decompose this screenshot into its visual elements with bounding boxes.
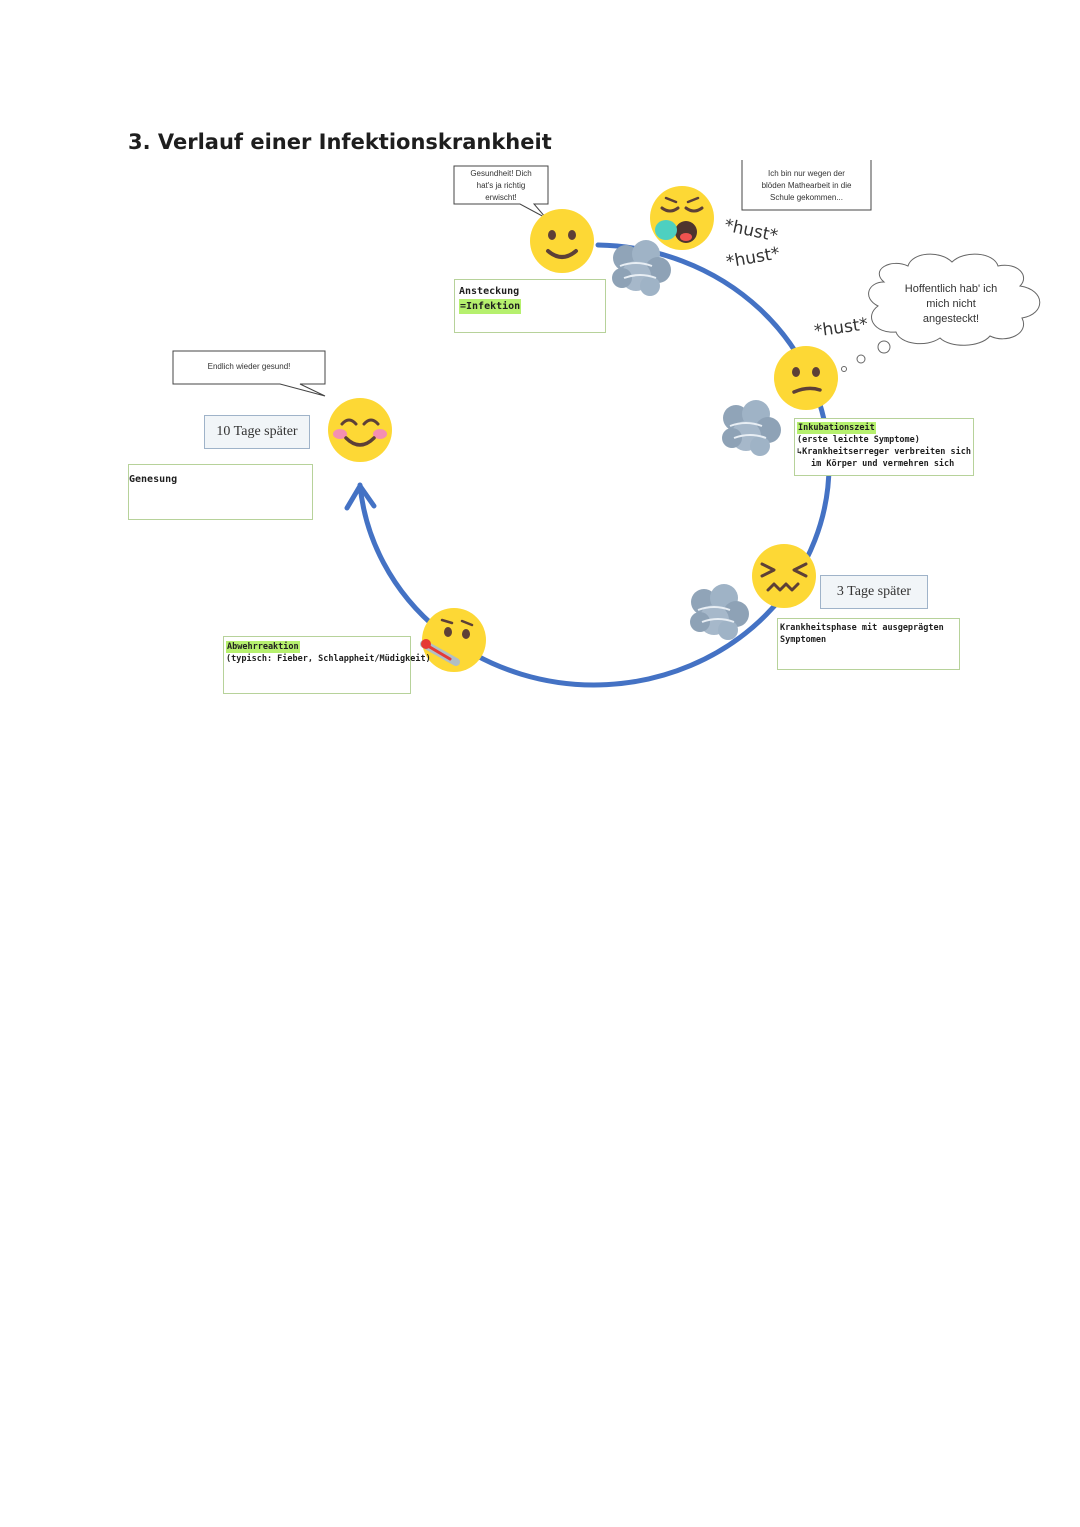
speech-line: hat's ja richtig	[476, 181, 526, 190]
note-ansteckung: Ansteckung =Infektion	[454, 279, 606, 333]
speech-bubble-gesundheit-text: Gesundheit! Dich hat's ja richtig erwisc…	[456, 168, 546, 204]
speech-line: Endlich wieder gesund!	[207, 362, 291, 371]
cycle-arrowhead-icon	[344, 483, 377, 511]
note-line: Symptomen	[780, 635, 827, 645]
cough-cloud-icon	[612, 240, 671, 296]
note-line: Inkubationszeit	[797, 422, 971, 434]
note-line: =Infektion	[459, 299, 601, 314]
note-line: ↳Krankheitserreger verbreiten sich	[797, 447, 971, 457]
speech-line: Ich bin nur wegen der	[768, 169, 845, 178]
speech-line: Gesundheit! Dich	[470, 169, 532, 178]
note-genesung: Genesung	[128, 464, 313, 520]
thought-line: Hoffentlich hab' ich	[904, 283, 998, 295]
speech-line: Schule gekommen...	[770, 193, 843, 202]
note-highlight: Inkubationszeit	[797, 422, 876, 434]
note-line: Abwehrreaktion	[226, 641, 408, 653]
speech-bubble-mathe-text: Ich bin nur wegen der blöden Mathearbeit…	[744, 168, 869, 204]
face-with-thermometer-icon	[420, 608, 486, 672]
smiling-face-icon	[530, 209, 594, 273]
cough-cloud-icon	[690, 584, 749, 640]
note-highlight: =Infektion	[459, 299, 522, 314]
time-label-three-days: 3 Tage später	[820, 575, 928, 609]
thought-bubble-text: Hoffentlich hab' ich mich nicht angestec…	[885, 282, 1017, 327]
note-line: im Körper und vermehren sich	[811, 459, 955, 469]
time-label-ten-days: 10 Tage später	[204, 415, 310, 449]
thought-line: angesteckt!	[922, 313, 980, 325]
page-title: 3. Verlauf einer Infektionskrankheit	[128, 130, 552, 154]
speech-line: erwischt!	[485, 193, 517, 202]
note-krankheit: Krankheitsphase mit ausgeprägten Symptom…	[777, 618, 960, 670]
note-abwehr: Abwehrreaktion (typisch: Fieber, Schlapp…	[223, 636, 431, 694]
note-highlight: Abwehrreaktion	[226, 641, 300, 653]
thought-bubble-cloud	[841, 253, 1041, 372]
confounded-face-icon	[752, 544, 816, 608]
speech-bubble-gesund	[172, 350, 326, 397]
note-title: Genesung	[129, 474, 178, 485]
note-title: Ansteckung	[459, 286, 520, 297]
smiling-face-blush-icon	[328, 398, 392, 462]
speech-bubble-mathe	[741, 160, 872, 211]
note-inkubation: Inkubationszeit (erste leichte Symptome)…	[794, 418, 974, 476]
thought-line: mich nicht	[926, 298, 976, 310]
cough-cloud-icon	[722, 400, 781, 456]
speech-line: blöden Mathearbeit in die	[761, 181, 852, 190]
speech-bubble-gesundheit	[453, 165, 549, 219]
sneezing-face-icon	[650, 186, 714, 250]
note-line: (erste leichte Symptome)	[797, 435, 920, 445]
note-line: Krankheitsphase mit ausgeprägten	[780, 623, 944, 633]
infection-cycle-diagram	[172, 160, 1041, 688]
speech-bubble-gesund-text: Endlich wieder gesund!	[175, 361, 323, 373]
note-line: (typisch: Fieber, Schlappheit/Müdigkeit)	[226, 654, 431, 664]
confused-face-icon	[774, 346, 838, 410]
